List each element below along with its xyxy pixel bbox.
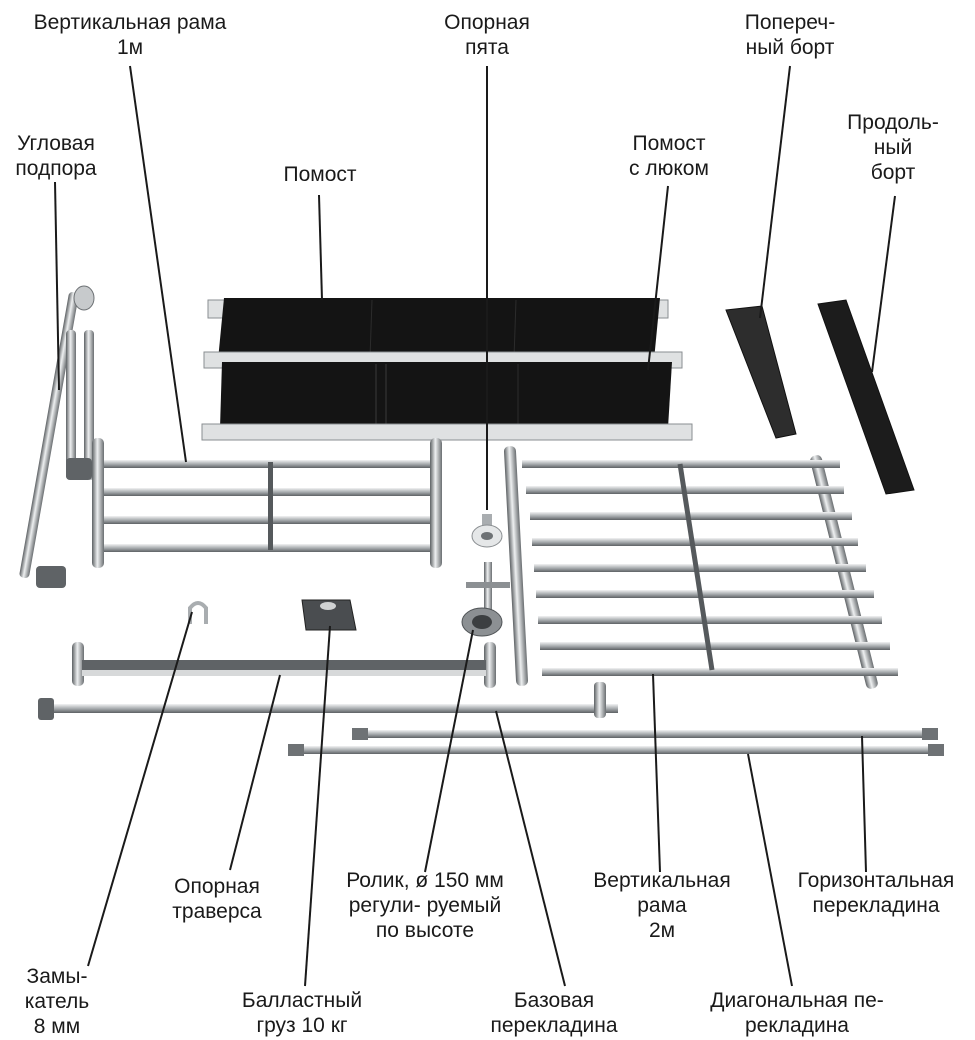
leader-cross-toeboard [760, 66, 790, 318]
base-brace [38, 682, 618, 720]
platform-with-hatch [202, 352, 692, 440]
castor-wheel [462, 562, 510, 636]
leader-corner-brace [55, 182, 59, 390]
leader-vertical-frame-2m [653, 674, 660, 872]
vertical-frame-2m [504, 446, 898, 690]
label-platform: Помост [260, 162, 380, 187]
label-diagonal-brace: Диагональная пе-рекладина [692, 988, 902, 1038]
outrigger-beam [72, 642, 496, 688]
leader-platform-hatch [648, 186, 668, 370]
leader-horizontal-brace [862, 736, 866, 872]
platform [208, 298, 668, 360]
leader-longitudinal-toeboard [872, 196, 895, 372]
cross-toeboard [726, 306, 796, 438]
diagonal-brace [288, 744, 944, 756]
leader-vertical-frame-1m [130, 66, 186, 462]
leader-lines [55, 66, 895, 986]
horizontal-brace [352, 728, 938, 740]
vertical-frame-1m [92, 438, 442, 568]
ballast-weight [302, 600, 356, 630]
corner-brace [19, 286, 94, 588]
leader-platform [319, 195, 322, 300]
base-plate [472, 514, 502, 547]
label-cross-toeboard: Попереч-ный борт [722, 10, 858, 60]
